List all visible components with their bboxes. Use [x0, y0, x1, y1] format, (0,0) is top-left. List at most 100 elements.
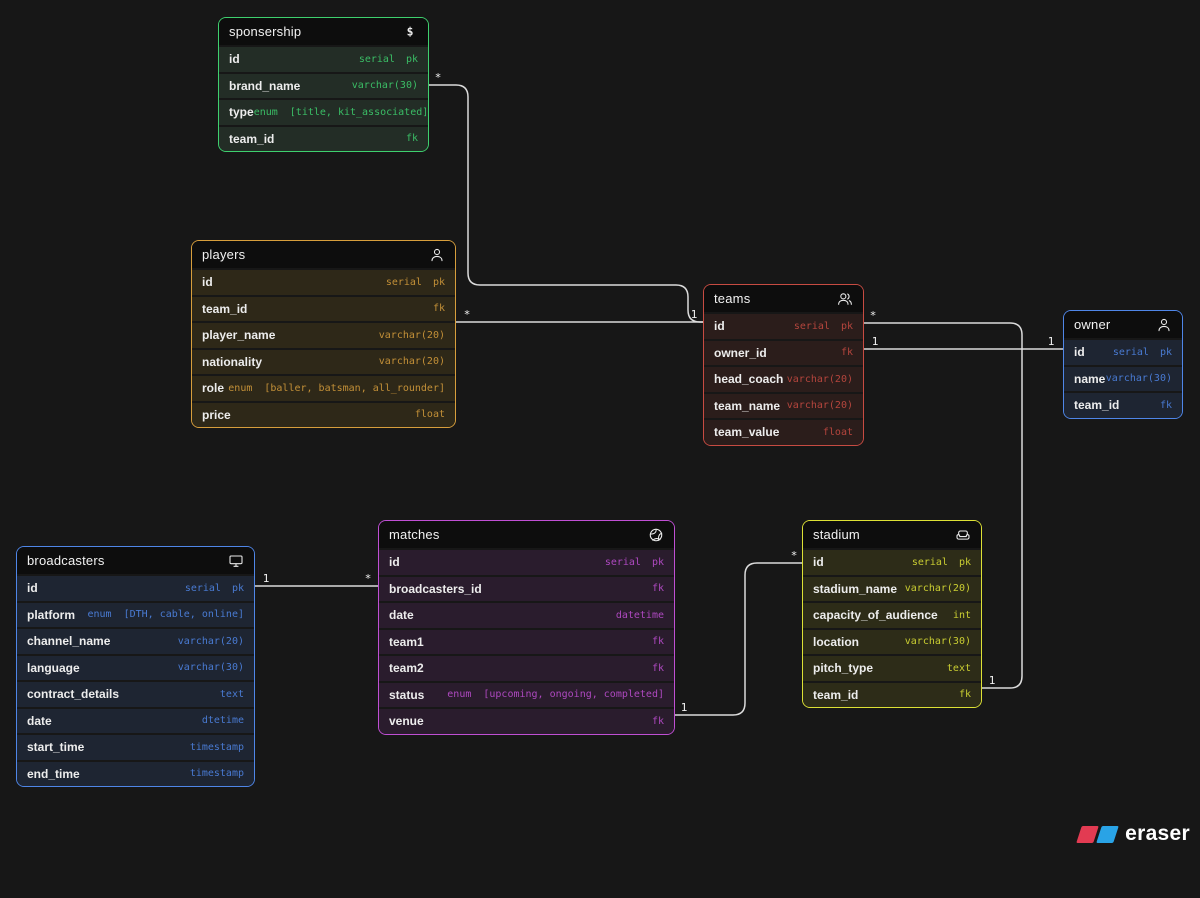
cardinality-label: 1	[988, 674, 996, 687]
field-type: text	[219, 688, 244, 700]
field-name: team_id	[813, 687, 859, 702]
field-type: serial	[184, 582, 221, 594]
field-enum-values: [upcoming, ongoing, completed]	[483, 689, 664, 701]
field-name: name	[1074, 371, 1106, 386]
field-name: id	[202, 275, 213, 290]
table-header: owner	[1064, 311, 1182, 338]
field-key: fk	[840, 347, 853, 359]
field-name: broadcasters_id	[389, 581, 482, 596]
field-name: id	[229, 52, 240, 67]
field-type: serial	[604, 556, 641, 568]
field-name: status	[389, 687, 425, 702]
field-type: datetime	[615, 609, 664, 621]
table-header: matches	[379, 521, 674, 548]
field-type: timestamp	[189, 768, 244, 780]
relationship-line-matches-stadium[interactable]	[674, 562, 803, 716]
field-key: fk	[651, 662, 664, 674]
table-header: players	[192, 241, 455, 268]
field-row-team2: team2 fk	[379, 654, 674, 681]
field-enum-values: [title, kit_associated]	[289, 106, 429, 118]
cardinality-label: 1	[1047, 335, 1055, 348]
eraser-logo-icon	[1076, 825, 1119, 843]
field-type: int	[952, 609, 971, 621]
field-type: varchar(20)	[786, 373, 853, 385]
field-type: serial	[358, 53, 395, 65]
field-name: pitch_type	[813, 661, 874, 676]
field-type: enum	[87, 609, 112, 621]
cardinality-label: 1	[871, 335, 879, 348]
field-name: head_coach	[714, 372, 784, 387]
field-key: fk	[651, 715, 664, 727]
field-name: brand_name	[229, 78, 301, 93]
football-icon	[647, 526, 664, 543]
field-type: float	[822, 426, 853, 438]
field-name: price	[202, 407, 231, 422]
eraser-watermark: eraser	[1076, 822, 1190, 846]
table-title: teams	[714, 291, 751, 306]
cardinality-label: 1	[262, 572, 270, 585]
field-name: id	[714, 319, 725, 334]
svg-text:$: $	[406, 24, 413, 38]
field-name: role	[202, 381, 225, 396]
field-type: varchar(20)	[378, 329, 445, 341]
field-name: team1	[389, 634, 424, 649]
field-name: channel_name	[27, 634, 111, 649]
person-icon	[428, 246, 445, 263]
field-key: pk	[432, 276, 445, 288]
table-header: teams	[704, 285, 863, 312]
cardinality-label: *	[364, 572, 372, 585]
field-name: start_time	[27, 740, 85, 755]
field-type: varchar(30)	[351, 80, 418, 92]
field-key: pk	[958, 556, 971, 568]
field-type: varchar(20)	[786, 400, 853, 412]
table-title: sponsership	[229, 24, 302, 39]
field-type: serial	[793, 320, 830, 332]
table-header: sponsership $	[219, 18, 428, 45]
field-name: type	[229, 105, 254, 120]
field-type: varchar(20)	[378, 356, 445, 368]
field-name: team2	[389, 661, 424, 676]
table-header: stadium	[803, 521, 981, 548]
relationship-line-sponsership-teams[interactable]	[428, 84, 704, 323]
field-key: fk	[432, 303, 445, 315]
field-type: varchar(30)	[904, 636, 971, 648]
field-row-team_value: team_value float	[704, 418, 863, 445]
table-title: owner	[1074, 317, 1111, 332]
field-type: varchar(20)	[177, 635, 244, 647]
field-name: stadium_name	[813, 581, 898, 596]
field-name: owner_id	[714, 345, 767, 360]
field-key: fk	[651, 583, 664, 595]
field-type: float	[414, 409, 445, 421]
cardinality-label: *	[463, 308, 471, 321]
field-name: team_value	[714, 425, 780, 440]
field-name: player_name	[202, 328, 276, 343]
field-key: pk	[231, 582, 244, 594]
cardinality-label: *	[869, 309, 877, 322]
field-enum-values: [DTH, cable, online]	[123, 609, 244, 621]
table-title: stadium	[813, 527, 860, 542]
field-type: varchar(30)	[177, 662, 244, 674]
relationship-line-teams-stadium[interactable]	[863, 322, 1023, 689]
